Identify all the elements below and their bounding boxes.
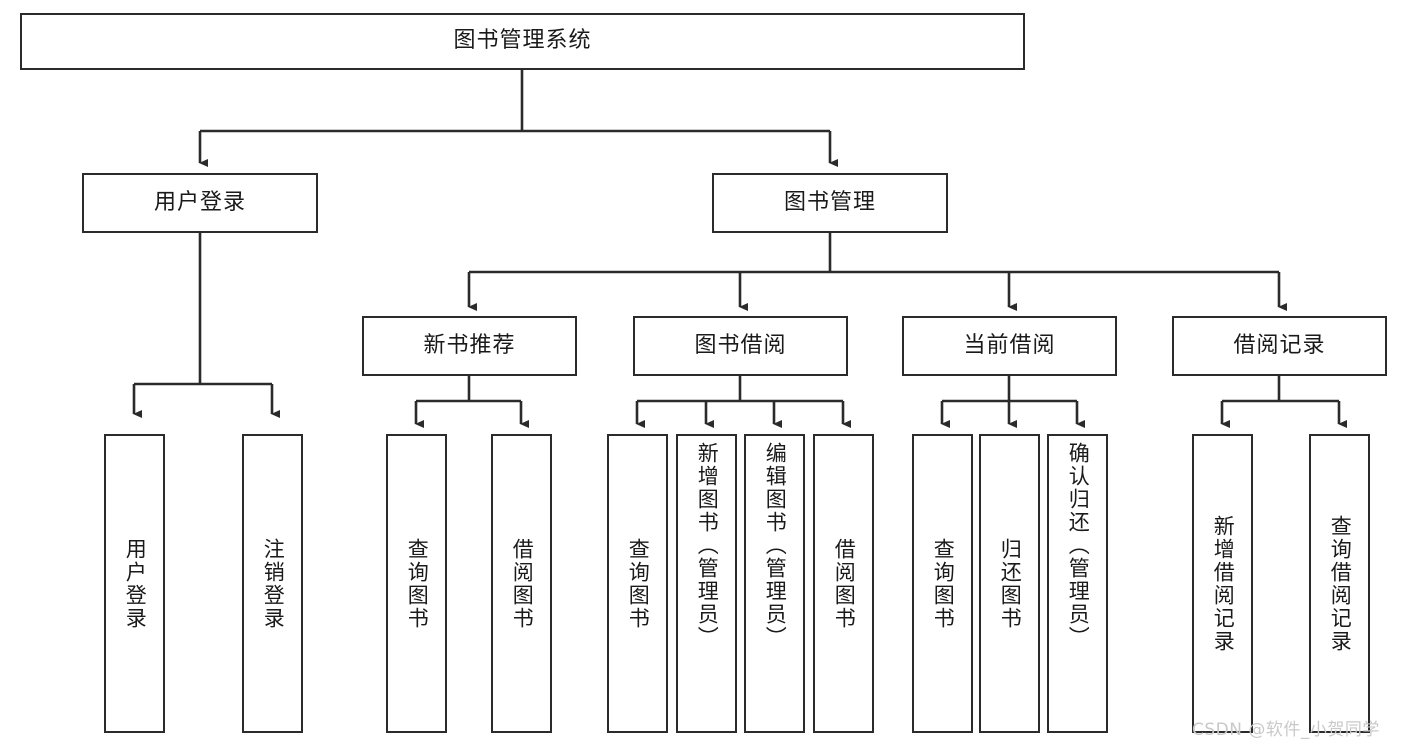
node-leaf-borrow-book-1[interactable]: 借阅图书 <box>491 434 552 733</box>
node-label: 当前借阅 <box>963 332 1056 358</box>
node-label: 图书借阅 <box>694 332 787 358</box>
node-label: 新增图书（管理员） <box>695 442 720 649</box>
node-label: 查询借阅记录 <box>1328 514 1353 653</box>
node-label: 新增借阅记录 <box>1211 514 1236 653</box>
node-leaf-query-book-2[interactable]: 查询图书 <box>607 434 668 733</box>
node-label: 确认归还（管理员） <box>1066 442 1091 649</box>
node-book-manage[interactable]: 图书管理 <box>712 173 948 233</box>
node-label: 查询图书 <box>931 537 956 630</box>
node-root-system[interactable]: 图书管理系统 <box>20 13 1025 70</box>
node-leaf-query-book-3[interactable]: 查询图书 <box>912 434 973 733</box>
node-leaf-user-login[interactable]: 用户登录 <box>104 434 165 733</box>
node-leaf-confirm-return-admin[interactable]: 确认归还（管理员） <box>1047 434 1108 733</box>
node-label: 编辑图书（管理员） <box>763 442 788 649</box>
node-leaf-edit-book-admin[interactable]: 编辑图书（管理员） <box>744 434 805 733</box>
node-label: 图书管理 <box>783 189 876 215</box>
node-leaf-borrow-book-2[interactable]: 借阅图书 <box>813 434 874 733</box>
node-leaf-add-borrow-record[interactable]: 新增借阅记录 <box>1192 434 1253 733</box>
node-leaf-query-borrow-record[interactable]: 查询借阅记录 <box>1309 434 1370 733</box>
node-label: 查询图书 <box>405 537 430 630</box>
node-label: 图书管理系统 <box>453 28 592 54</box>
node-current-borrow[interactable]: 当前借阅 <box>902 316 1117 376</box>
node-leaf-query-book-1[interactable]: 查询图书 <box>386 434 447 733</box>
node-label: 借阅图书 <box>832 537 857 630</box>
node-label: 归还图书 <box>998 537 1023 630</box>
node-borrow-record[interactable]: 借阅记录 <box>1172 316 1387 376</box>
node-label: 借阅图书 <box>510 537 535 630</box>
node-leaf-add-book-admin[interactable]: 新增图书（管理员） <box>676 434 737 733</box>
node-label: 用户登录 <box>123 537 148 630</box>
node-label: 用户登录 <box>153 189 246 215</box>
node-leaf-logout-login[interactable]: 注销登录 <box>242 434 303 733</box>
node-new-book-recommend[interactable]: 新书推荐 <box>362 316 577 376</box>
node-label: 新书推荐 <box>423 332 516 358</box>
csdn-watermark: CSDN @软件_小贺同学 <box>1192 720 1380 740</box>
node-user-login[interactable]: 用户登录 <box>82 173 318 233</box>
node-label: 注销登录 <box>261 537 286 630</box>
node-leaf-return-book[interactable]: 归还图书 <box>979 434 1040 733</box>
node-book-borrow[interactable]: 图书借阅 <box>633 316 848 376</box>
node-label: 借阅记录 <box>1233 332 1326 358</box>
node-label: 查询图书 <box>626 537 651 630</box>
